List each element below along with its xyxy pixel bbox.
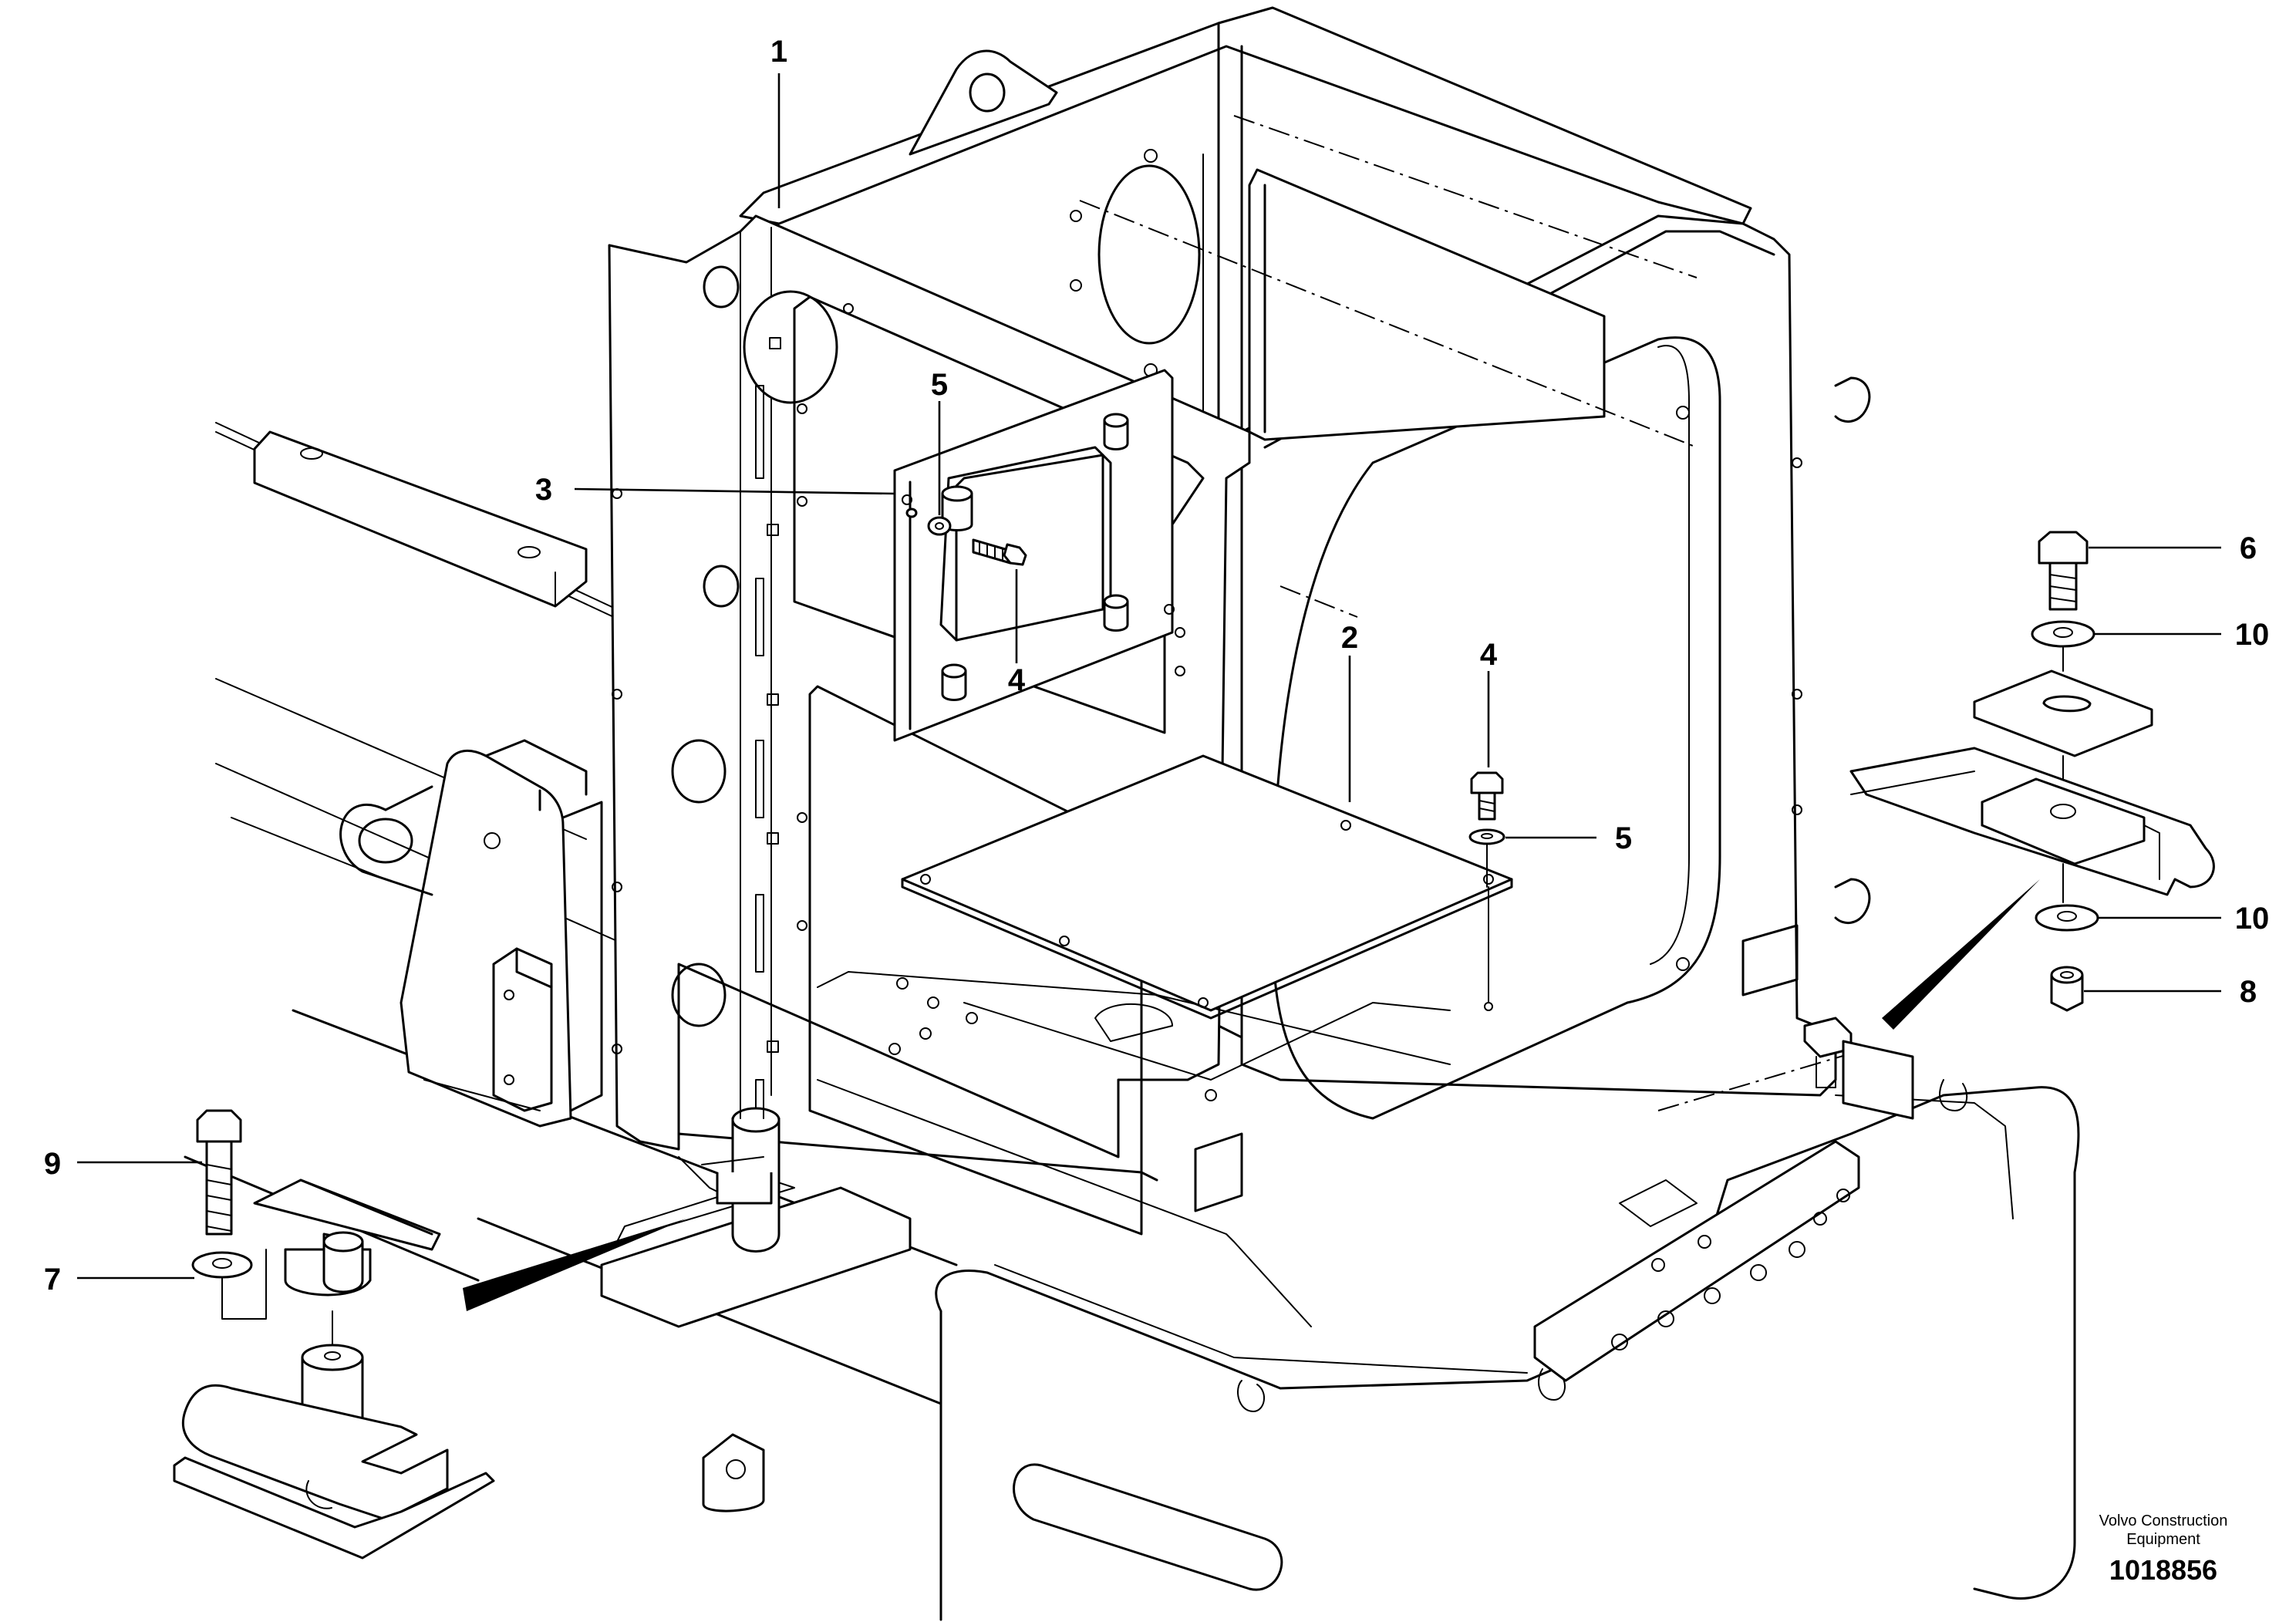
left-mount-bracket [339, 739, 603, 1128]
view-pointer-arrows [463, 879, 2040, 1311]
callout-8: 8 [2240, 975, 2257, 1009]
callout-labels: 1 2 3 4 4 5 5 6 7 8 9 10 10 [44, 35, 2269, 1297]
callout-3: 3 [535, 473, 552, 507]
plate-2 [901, 754, 1513, 1020]
leader-lines [77, 73, 2221, 1280]
callout-5-right: 5 [1615, 821, 1632, 855]
callout-7: 7 [44, 1263, 61, 1297]
cab-frame [608, 6, 1871, 1327]
callout-10-upper: 10 [2235, 618, 2270, 652]
right-fastener-stack [1803, 531, 2215, 1120]
document-number: 1018856 [2109, 1554, 2217, 1586]
callout-10-lower: 10 [2235, 902, 2270, 936]
callout-2: 2 [1341, 621, 1358, 655]
plate-2-fasteners [1468, 771, 1505, 888]
callout-5-upper: 5 [931, 368, 948, 402]
drawing-credit: Volvo Construction Equipment 1018856 [2099, 1512, 2228, 1586]
center-isolator-mount [600, 1079, 912, 1328]
lower-frame [184, 422, 2080, 1621]
company-name-line2: Equipment [2126, 1531, 2200, 1548]
callout-4-right: 4 [1480, 638, 1498, 672]
callout-1: 1 [770, 35, 787, 69]
plate-3 [893, 369, 1185, 742]
callout-9: 9 [44, 1147, 61, 1181]
left-fastener-stack [173, 1109, 495, 1560]
callout-4-upper: 4 [1008, 663, 1026, 697]
company-name-line1: Volvo Construction [2099, 1512, 2228, 1529]
callout-6: 6 [2240, 531, 2257, 565]
